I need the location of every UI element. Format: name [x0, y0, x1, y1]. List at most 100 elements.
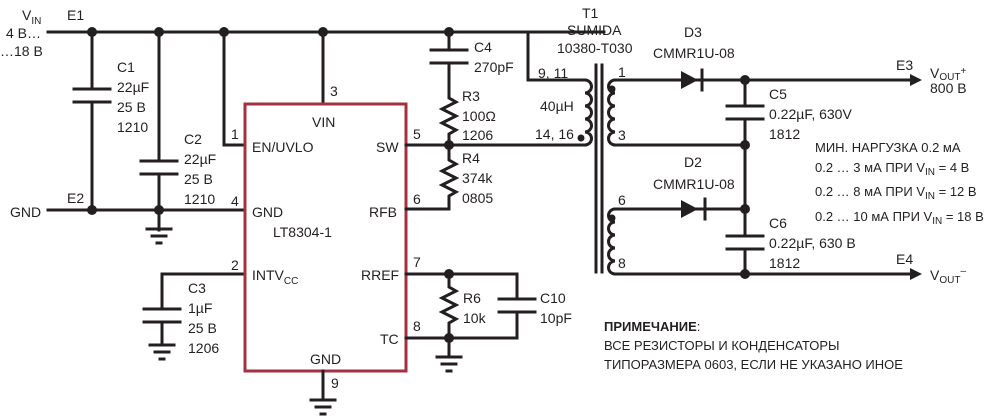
svg-text:10k: 10k: [463, 310, 487, 326]
output-labels: E3 VOUT+ 800 В E4 VOUT–: [896, 57, 967, 286]
polarity-dot: [608, 214, 616, 222]
svg-text:25 В: 25 В: [188, 320, 217, 336]
svg-text:0805: 0805: [462, 190, 493, 206]
terminal-e4: E4: [896, 251, 913, 267]
svg-text:T1: T1: [582, 5, 599, 21]
ground-icon: [148, 343, 176, 361]
svg-text:9: 9: [331, 375, 339, 391]
svg-text:C10: C10: [540, 290, 566, 306]
svg-text:3: 3: [330, 83, 338, 99]
resistor-r4: R4 374k 0805: [438, 143, 493, 211]
svg-text:1206: 1206: [188, 340, 219, 356]
svg-text:D3: D3: [684, 24, 702, 40]
svg-text:10380-T030: 10380-T030: [557, 40, 633, 56]
ic-lt8304: LT8304-1 3 VIN 1 EN/UVLO 4 GND 2 INTVCC …: [231, 83, 421, 391]
svg-text:RREF: RREF: [361, 267, 399, 283]
svg-text:9, 11: 9, 11: [538, 65, 568, 81]
capacitor-c3: C3 1µF 25 В 1206: [142, 272, 247, 361]
capacitor-c4: C4 270pF: [429, 30, 514, 97]
junction: [740, 140, 750, 150]
note-title: ПРИМЕЧАНИЕ:: [604, 319, 700, 334]
svg-text:40µH: 40µH: [540, 98, 574, 114]
diode-d2: D2 CMMR1U-08: [653, 154, 735, 221]
load-title: МИН. НАРГУЗКА 0.2 мА: [815, 140, 961, 155]
junction: [740, 204, 750, 214]
svg-text:1812: 1812: [769, 255, 800, 271]
svg-text:R3: R3: [462, 88, 480, 104]
gnd-rail: [46, 205, 247, 215]
svg-text:1210: 1210: [184, 191, 215, 207]
load-line: 0.2 … 3 мА ПРИ VIN = 4 В: [815, 160, 969, 178]
svg-text:25 В: 25 В: [117, 99, 146, 115]
svg-text:RFB: RFB: [369, 204, 397, 220]
vin-range-2: …18 В: [0, 43, 43, 59]
vout-plus-value: 800 В: [930, 80, 967, 96]
svg-text:2: 2: [231, 257, 239, 273]
svg-text:CMMR1U-08: CMMR1U-08: [653, 45, 735, 61]
note-line-2: ТИПОРАЗМЕРА 0603, ЕСЛИ НЕ УКАЗАНО ИНОЕ: [604, 357, 903, 372]
note-line-1: ВСЕ РЕЗИСТОРЫ И КОНДЕНСАТОРЫ: [604, 338, 840, 353]
svg-text:8: 8: [618, 255, 626, 271]
diode-d3: D3 CMMR1U-08: [653, 24, 735, 92]
input-labels: VIN 4 В… …18 В E1 GND E2: [0, 7, 84, 220]
capacitor-c10: C10 10pF: [497, 272, 572, 340]
arrow-icon: [910, 268, 922, 280]
footnote: ПРИМЕЧАНИЕ: ВСЕ РЕЗИСТОРЫ И КОНДЕНСАТОРЫ…: [604, 319, 903, 372]
svg-text:1210: 1210: [117, 119, 148, 135]
svg-text:10pF: 10pF: [540, 310, 572, 326]
terminal-e3: E3: [896, 57, 913, 73]
svg-text:6: 6: [618, 192, 626, 208]
svg-text:R4: R4: [462, 150, 480, 166]
gnd-label: GND: [10, 204, 41, 220]
svg-text:0.22µF, 630V: 0.22µF, 630V: [769, 106, 852, 122]
polarity-dot: [577, 134, 585, 142]
svg-text:1µF: 1µF: [188, 300, 212, 316]
load-notes: МИН. НАРГУЗКА 0.2 мА 0.2 … 3 мА ПРИ VIN …: [815, 140, 984, 227]
ic-gnd-pin: [309, 369, 337, 416]
load-line: 0.2 … 8 мА ПРИ VIN = 12 В: [815, 184, 977, 202]
vout-plus-label: VOUT+: [930, 65, 966, 83]
svg-text:0.22µF, 630 В: 0.22µF, 630 В: [769, 235, 856, 251]
svg-text:VIN: VIN: [312, 114, 335, 130]
ground-icon: [145, 227, 173, 245]
vin-range-1: 4 В…: [6, 25, 41, 41]
vin-rail: [46, 27, 606, 37]
svg-text:C4: C4: [474, 39, 492, 55]
terminal-e2: E2: [67, 190, 84, 206]
svg-text:TC: TC: [380, 331, 399, 347]
svg-text:D2: D2: [684, 154, 702, 170]
terminal-e1: E1: [67, 7, 84, 23]
vin-label: VIN: [22, 7, 41, 27]
svg-text:22µF: 22µF: [117, 79, 149, 95]
svg-text:SUMIDA: SUMIDA: [567, 22, 622, 38]
svg-text:C5: C5: [769, 86, 787, 102]
resistor-r6: R6 10k: [438, 272, 487, 340]
svg-text:270pF: 270pF: [474, 59, 514, 75]
resistor-r3: R3 100Ω 1206: [438, 88, 496, 147]
svg-text:C2: C2: [184, 131, 202, 147]
svg-text:14, 16: 14, 16: [535, 126, 574, 142]
capacitor-c1: C1 22µF 25 В 1210: [72, 30, 149, 212]
capacitor-c2: C2 22µF 25 В 1210: [139, 30, 216, 245]
svg-text:8: 8: [413, 318, 421, 334]
intvcc-label: INTVCC: [252, 267, 298, 287]
svg-text:100Ω: 100Ω: [462, 108, 496, 124]
svg-text:25 В: 25 В: [184, 171, 213, 187]
ground-icon: [309, 398, 337, 416]
vout-minus-label: VOUT–: [930, 266, 966, 286]
svg-text:CMMR1U-08: CMMR1U-08: [653, 176, 735, 192]
arrow-icon: [910, 74, 922, 86]
svg-text:C6: C6: [769, 215, 787, 231]
svg-text:1: 1: [618, 64, 626, 80]
svg-text:22µF: 22µF: [184, 151, 216, 167]
load-line: 0.2 … 10 мА ПРИ VIN = 18 В: [815, 209, 984, 227]
svg-text:C1: C1: [117, 59, 135, 75]
svg-text:1206: 1206: [462, 127, 493, 143]
ic-name: LT8304-1: [273, 224, 332, 240]
junction: [740, 269, 750, 279]
svg-text:1: 1: [231, 126, 239, 142]
svg-text:GND: GND: [310, 351, 341, 367]
ground-icon: [435, 355, 463, 373]
svg-text:3: 3: [618, 127, 626, 143]
